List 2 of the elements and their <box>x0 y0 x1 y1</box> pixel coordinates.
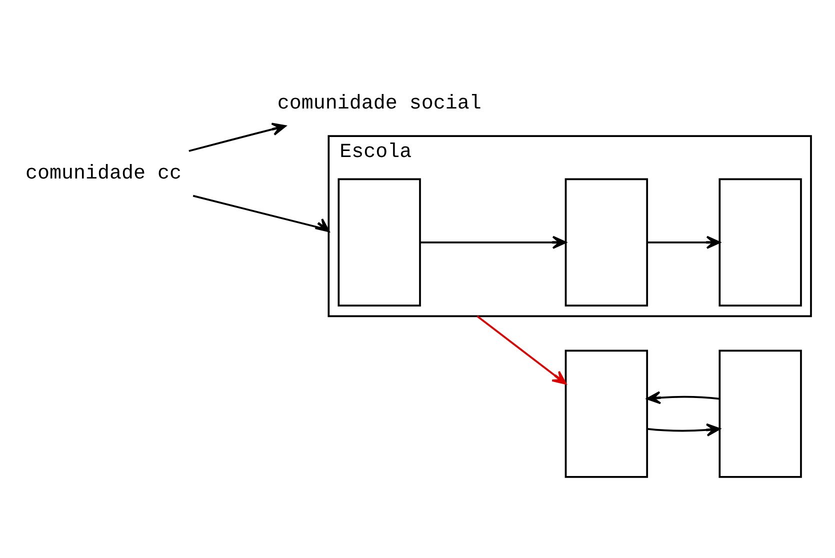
node-text: comunidade social <box>277 92 482 116</box>
node-text: comunidade cc <box>25 162 182 186</box>
